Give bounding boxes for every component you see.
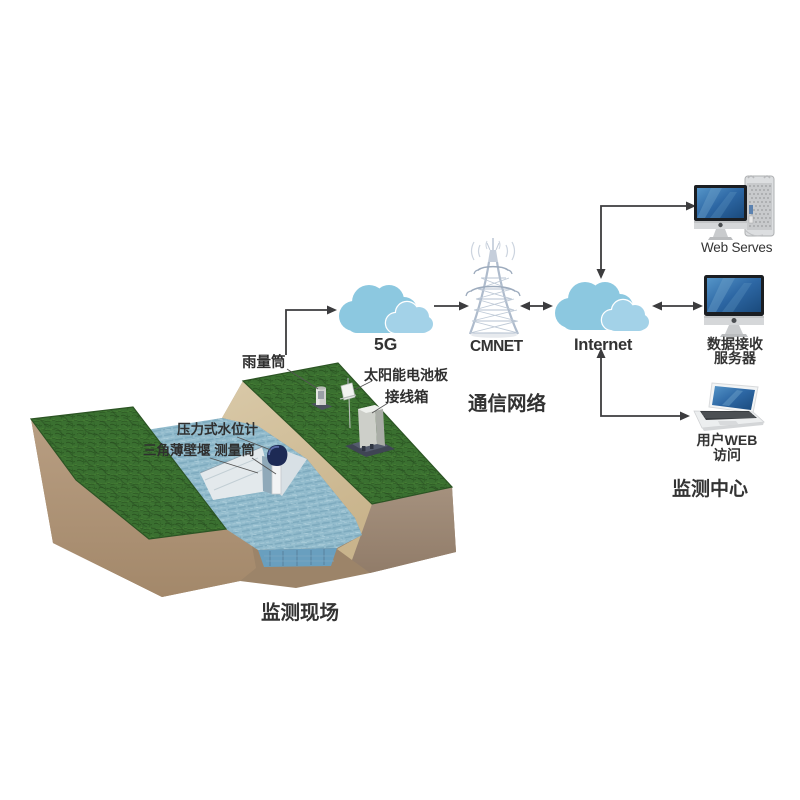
svg-text:接线箱: 接线箱 — [385, 388, 429, 406]
svg-text:服务器: 服务器 — [714, 350, 757, 366]
svg-text:Web Serves: Web Serves — [701, 240, 773, 255]
svg-text:访问: 访问 — [713, 447, 741, 463]
svg-text:CMNET: CMNET — [470, 338, 524, 355]
svg-text:雨量筒: 雨量筒 — [242, 353, 286, 371]
svg-text:用户WEB: 用户WEB — [697, 432, 758, 448]
svg-text:三角薄壁堰 测量筒: 三角薄壁堰 测量筒 — [143, 442, 255, 458]
svg-text:压力式水位计: 压力式水位计 — [177, 421, 258, 437]
svg-text:Internet: Internet — [574, 336, 633, 354]
svg-text:5G: 5G — [374, 334, 397, 354]
svg-text:太阳能电池板: 太阳能电池板 — [364, 367, 449, 383]
svg-text:数据接收: 数据接收 — [707, 336, 764, 352]
svg-text:监测中心: 监测中心 — [672, 477, 748, 500]
svg-text:监测现场: 监测现场 — [261, 601, 339, 624]
svg-text:通信网络: 通信网络 — [468, 392, 547, 415]
